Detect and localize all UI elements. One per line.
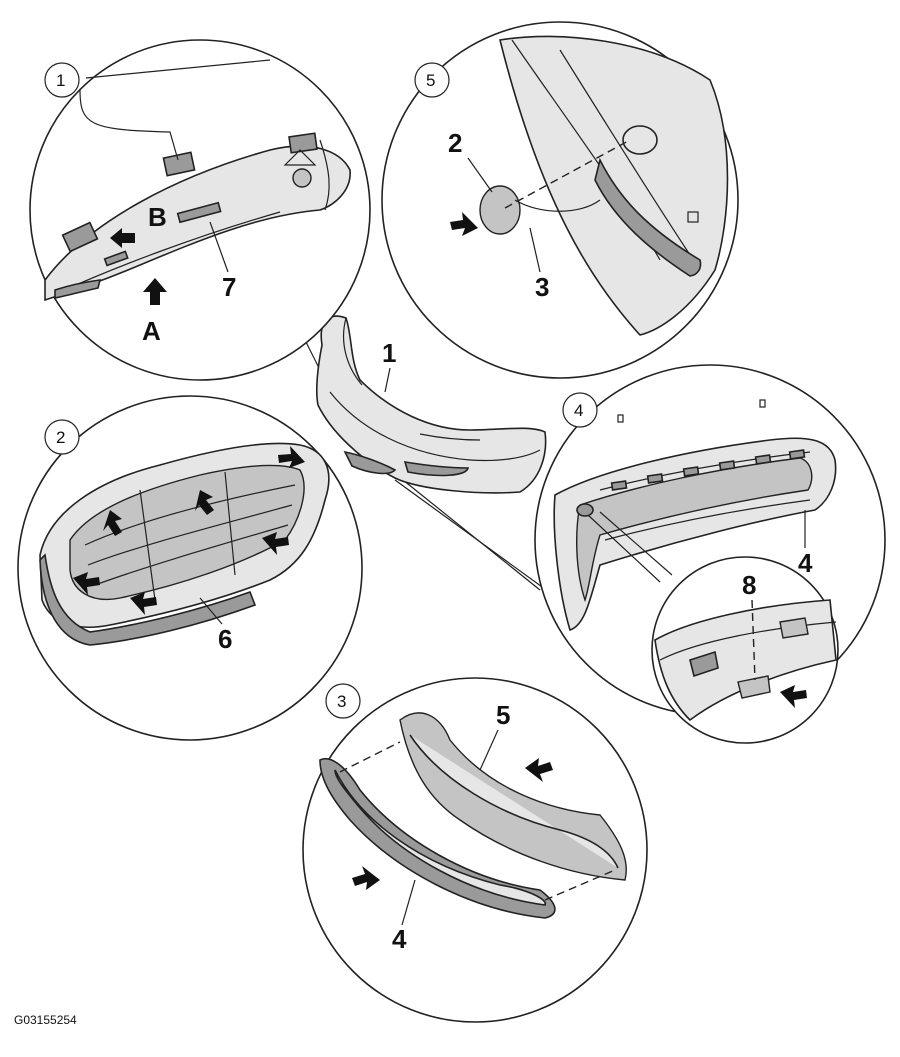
detail-view-5 — [381, 21, 739, 379]
callout-main-part: 1 — [382, 338, 396, 368]
insert-arrow-icon-2 — [352, 866, 380, 890]
clip-arrow-icon-1 — [278, 446, 305, 468]
detail-view-1 — [29, 39, 371, 381]
detail-number-1: 1 — [56, 71, 65, 90]
up-arrow-icon — [143, 278, 167, 305]
clip-arrow-icon-5 — [130, 592, 157, 615]
callout-4-right: 4 — [798, 548, 813, 578]
detail-number-4: 4 — [574, 401, 583, 420]
clip-arrow-icon-4 — [73, 572, 100, 595]
detail-number-3: 3 — [337, 692, 346, 711]
clip-release-arrow-icon — [780, 685, 807, 708]
front-bumper-cover — [315, 315, 547, 494]
callout-a: A — [142, 316, 161, 346]
callout-4-bottom: 4 — [392, 924, 407, 954]
callout-5: 5 — [496, 700, 510, 730]
detail-number-2: 2 — [56, 428, 65, 447]
callout-b: B — [148, 202, 167, 232]
push-arrow-icon — [110, 228, 135, 248]
push-arrow-icon-2 — [450, 212, 478, 236]
callout-3: 3 — [535, 272, 549, 302]
document-id: G03155254 — [14, 1013, 77, 1027]
clip-arrow-icon-2 — [195, 490, 214, 515]
detail-number-5: 5 — [426, 71, 435, 90]
detail-view-3 — [302, 677, 648, 1023]
clip-arrow-icon-6 — [262, 532, 289, 555]
callout-7: 7 — [222, 272, 236, 302]
callout-8: 8 — [742, 570, 756, 600]
clip-row — [610, 449, 806, 491]
detail-view-2 — [17, 395, 363, 741]
insert-arrow-icon-1 — [525, 758, 553, 782]
callout-2: 2 — [448, 128, 462, 158]
callout-6: 6 — [218, 624, 232, 654]
clip-arrow-icon-3 — [103, 510, 122, 536]
